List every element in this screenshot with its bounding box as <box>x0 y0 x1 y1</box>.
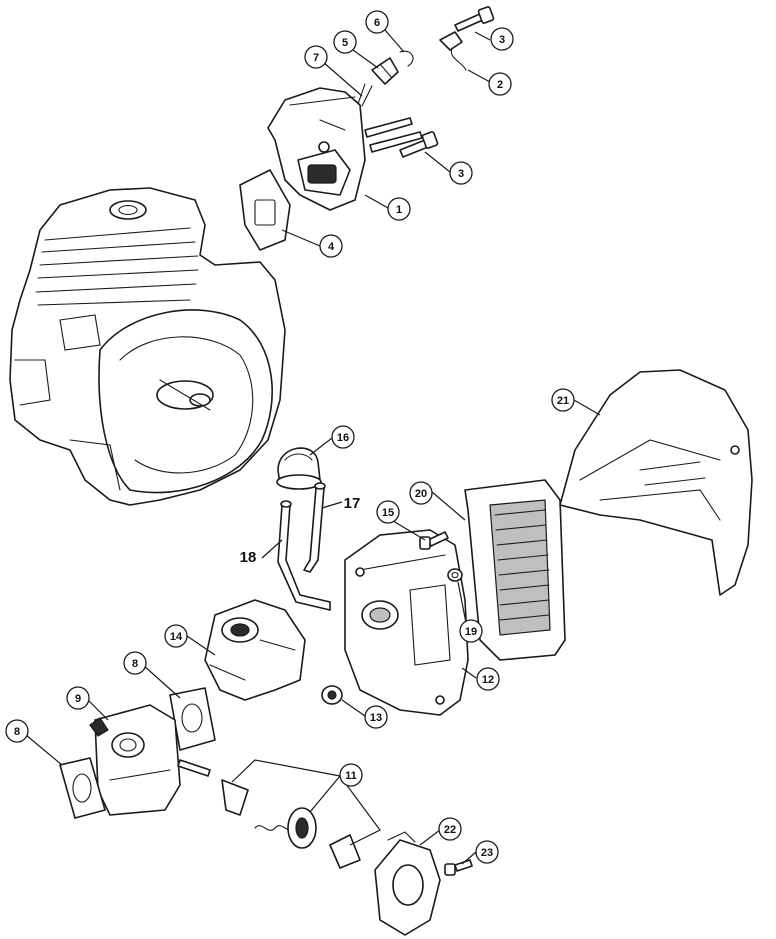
part-14-intake-adapter <box>204 599 306 701</box>
part-7-spring <box>357 83 373 107</box>
callout-label: 12 <box>482 674 494 686</box>
part-15-screw <box>419 531 449 550</box>
callout-label: 9 <box>75 693 81 705</box>
part-6-clip <box>399 50 414 67</box>
part-3-screw-lower <box>399 131 439 158</box>
part-9-carburetor <box>89 704 211 816</box>
callout-label: 23 <box>481 847 493 859</box>
callout-9: 9 <box>66 686 90 710</box>
callout-label: 3 <box>499 34 505 46</box>
part-20-air-filter <box>464 479 566 661</box>
callout-18: 18 <box>240 549 257 566</box>
callout-label: 3 <box>458 168 464 180</box>
callout-label: 20 <box>415 488 427 500</box>
part-2-clip <box>439 31 467 71</box>
callout-label: 6 <box>374 17 380 29</box>
part-16-primer-bulb <box>276 447 322 490</box>
callout-label: 15 <box>382 507 394 519</box>
callout-12: 12 <box>476 667 500 691</box>
part-8-gasket-lower <box>59 757 106 819</box>
callout-16: 16 <box>331 425 355 449</box>
callout-11: 11 <box>339 763 363 787</box>
part-4-gasket <box>239 169 291 251</box>
part-1-manifold <box>267 87 423 211</box>
callout-14: 14 <box>164 624 188 648</box>
part-19-nut <box>447 568 463 582</box>
callout-13: 13 <box>364 705 388 729</box>
callout-8-upper: 8 <box>123 651 147 675</box>
part-17-hose <box>303 482 326 573</box>
callout-label: 2 <box>497 79 503 91</box>
callout-19: 19 <box>459 619 483 643</box>
callout-label: 22 <box>444 824 456 836</box>
callout-label: 8 <box>14 726 20 738</box>
callout-3-top: 3 <box>490 27 514 51</box>
callout-20: 20 <box>409 481 433 505</box>
callout-4: 4 <box>319 234 343 258</box>
callout-label: 5 <box>342 37 348 49</box>
part-22-bracket <box>374 831 441 936</box>
part-3-screw-top <box>454 6 495 32</box>
part-13-grommet <box>321 685 343 705</box>
callout-label: 11 <box>345 770 357 782</box>
callout-8-lower: 8 <box>5 719 29 743</box>
callout-label: 7 <box>313 52 319 64</box>
callout-label: 13 <box>370 712 382 724</box>
leader-lines <box>25 29 601 865</box>
callout-label: 1 <box>396 204 402 216</box>
callout-3-lower: 3 <box>449 161 473 185</box>
callout-7: 7 <box>304 45 328 69</box>
part-5-retainer <box>371 57 399 85</box>
callout-1: 1 <box>387 197 411 221</box>
callout-label: 14 <box>170 631 183 643</box>
callout-21: 21 <box>551 388 575 412</box>
engine-block <box>9 187 286 506</box>
callout-label: 19 <box>465 626 477 638</box>
callout-5: 5 <box>333 30 357 54</box>
callout-2: 2 <box>488 72 512 96</box>
callout-15: 15 <box>376 500 400 524</box>
part-11-throttle-parts <box>221 779 361 869</box>
callout-17: 17 <box>344 495 361 512</box>
callout-label: 8 <box>132 658 138 670</box>
part-23-screw <box>444 859 473 876</box>
callout-label: 21 <box>557 395 569 407</box>
callout-6: 6 <box>365 10 389 34</box>
callout-label: 16 <box>337 432 349 444</box>
callout-22: 22 <box>438 817 462 841</box>
part-18-hose <box>277 500 331 611</box>
part-12-filter-base <box>344 529 469 716</box>
part-21-filter-cover <box>559 369 753 596</box>
callout-23: 23 <box>475 840 499 864</box>
callout-label: 18 <box>240 549 257 566</box>
callout-label: 17 <box>344 495 361 512</box>
callout-label: 4 <box>328 241 335 253</box>
